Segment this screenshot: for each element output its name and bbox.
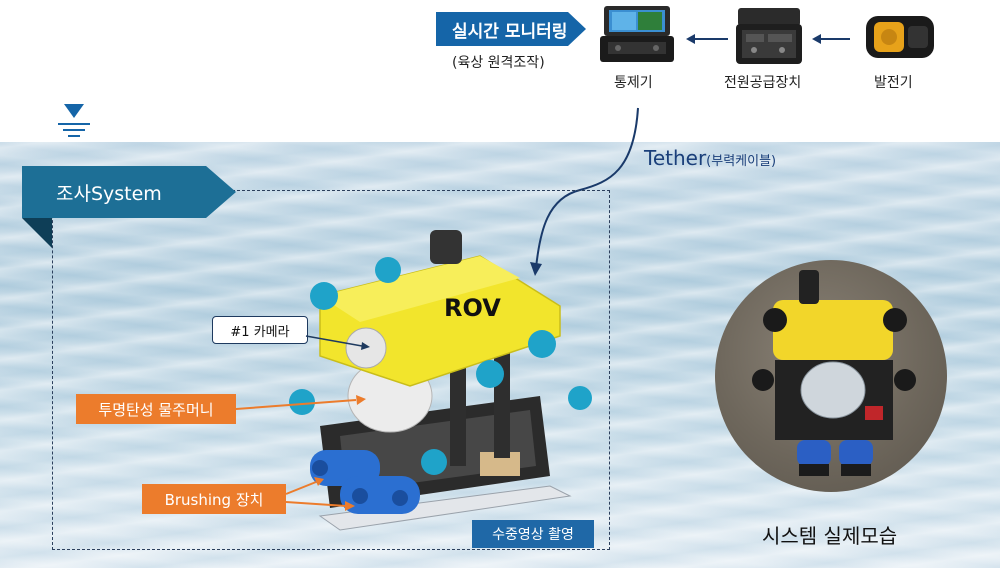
- control-unit-image: [600, 6, 674, 62]
- water-level-icon: [58, 104, 90, 137]
- tether-text: Tether: [644, 146, 707, 170]
- camera-callout: #1 카메라: [212, 316, 308, 344]
- power-supply-image: [736, 8, 802, 64]
- control-unit-label: 통제기: [614, 75, 653, 91]
- system-banner: 조사System: [22, 166, 236, 218]
- arrow-power-to-control: [694, 38, 728, 40]
- tether-subtext: (부력케이블): [706, 154, 777, 169]
- arrow-generator-to-power: [820, 38, 850, 40]
- arrow-head-icon: [812, 34, 821, 44]
- system-boundary: [52, 190, 610, 550]
- rov-label: ROV: [444, 294, 501, 322]
- underwater-filming-badge: 수중영상 촬영: [472, 520, 594, 548]
- tether-label: Tether(부력케이블): [644, 146, 776, 170]
- photo-caption: 시스템 실제모습: [762, 524, 898, 548]
- rov-illustration: [289, 230, 592, 531]
- power-supply-label: 전원공급장치: [724, 75, 802, 91]
- real-rov-icon: [752, 270, 916, 476]
- real-system-photo: [715, 260, 947, 492]
- brushing-callout: Brushing 장치: [142, 484, 286, 514]
- bladder-callout: 투명탄성 물주머니: [76, 394, 236, 424]
- generator-label: 발전기: [874, 75, 913, 91]
- realtime-monitoring-banner: 실시간 모니터링: [436, 12, 586, 46]
- arrow-head-icon: [686, 34, 695, 44]
- monitoring-subtitle: (육상 원격조작): [452, 55, 545, 71]
- generator-image: [866, 16, 934, 58]
